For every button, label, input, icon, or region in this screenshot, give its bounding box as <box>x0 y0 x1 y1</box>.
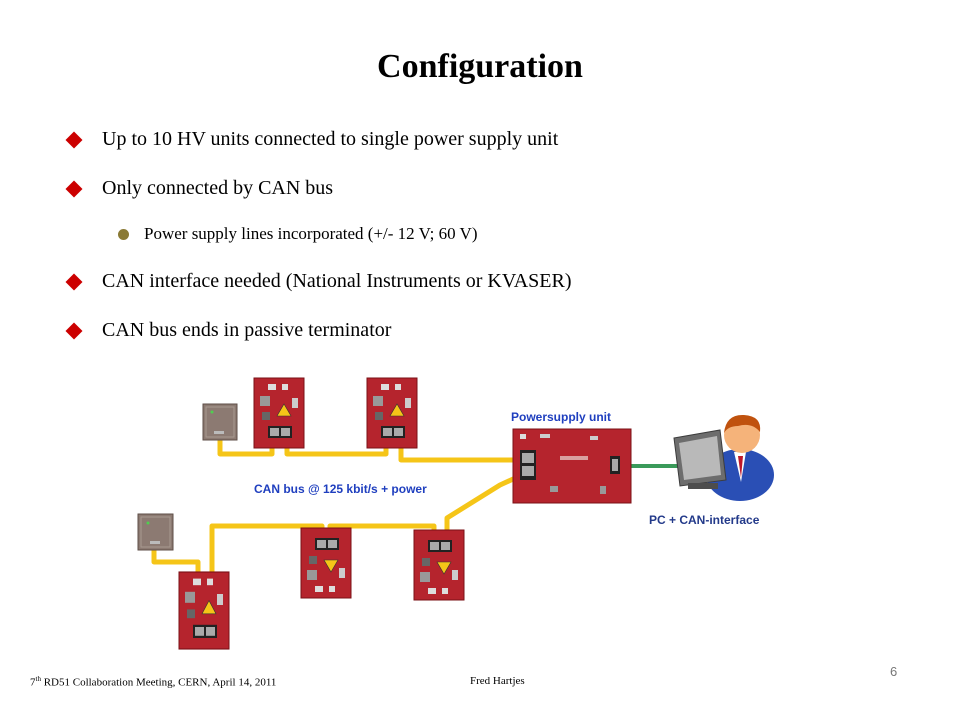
hv-board <box>178 571 230 650</box>
diamond-bullet-icon <box>65 322 83 340</box>
can-bus-diagram: Powersupply unit CAN bus @ 125 kbit/s + … <box>137 377 774 650</box>
power-supply-unit <box>512 428 632 504</box>
page-number: 6 <box>890 664 898 679</box>
bullet-text: Up to 10 HV units connected to single po… <box>102 128 559 150</box>
passive-terminator <box>202 403 238 441</box>
powersupply-label: Powersupply unit <box>511 410 611 424</box>
pc-label: PC + CAN-interface <box>649 513 760 527</box>
circle-bullet-icon <box>118 229 129 240</box>
passive-terminator <box>137 513 174 551</box>
footer-author: Fred Hartjes <box>470 675 525 687</box>
footer-meeting-num: 7 <box>30 676 36 689</box>
diamond-bullet-icon <box>65 180 83 198</box>
hv-board <box>253 377 305 449</box>
sub-bullet-text: Power supply lines incorporated (+/- 12 … <box>144 224 478 243</box>
hv-board <box>413 529 465 601</box>
footer-meeting-text: RD51 Collaboration Meeting, CERN, April … <box>40 676 277 689</box>
bullet-text: CAN bus ends in passive terminator <box>102 319 392 341</box>
bullet-text: Only connected by CAN bus <box>102 177 334 199</box>
bullet-text: CAN interface needed (National Instrumen… <box>102 270 572 292</box>
footer-meeting: 7th RD51 Collaboration Meeting, CERN, Ap… <box>30 675 276 689</box>
diamond-bullet-icon <box>65 273 83 291</box>
footer-meeting-sup: th <box>35 675 41 683</box>
pc-user-icon <box>673 414 774 501</box>
diamond-bullet-icon <box>65 131 83 149</box>
canbus-label: CAN bus @ 125 kbit/s + power <box>254 482 427 496</box>
hv-board <box>300 527 352 599</box>
hv-board <box>366 377 418 449</box>
slide-title: Configuration <box>377 48 583 85</box>
